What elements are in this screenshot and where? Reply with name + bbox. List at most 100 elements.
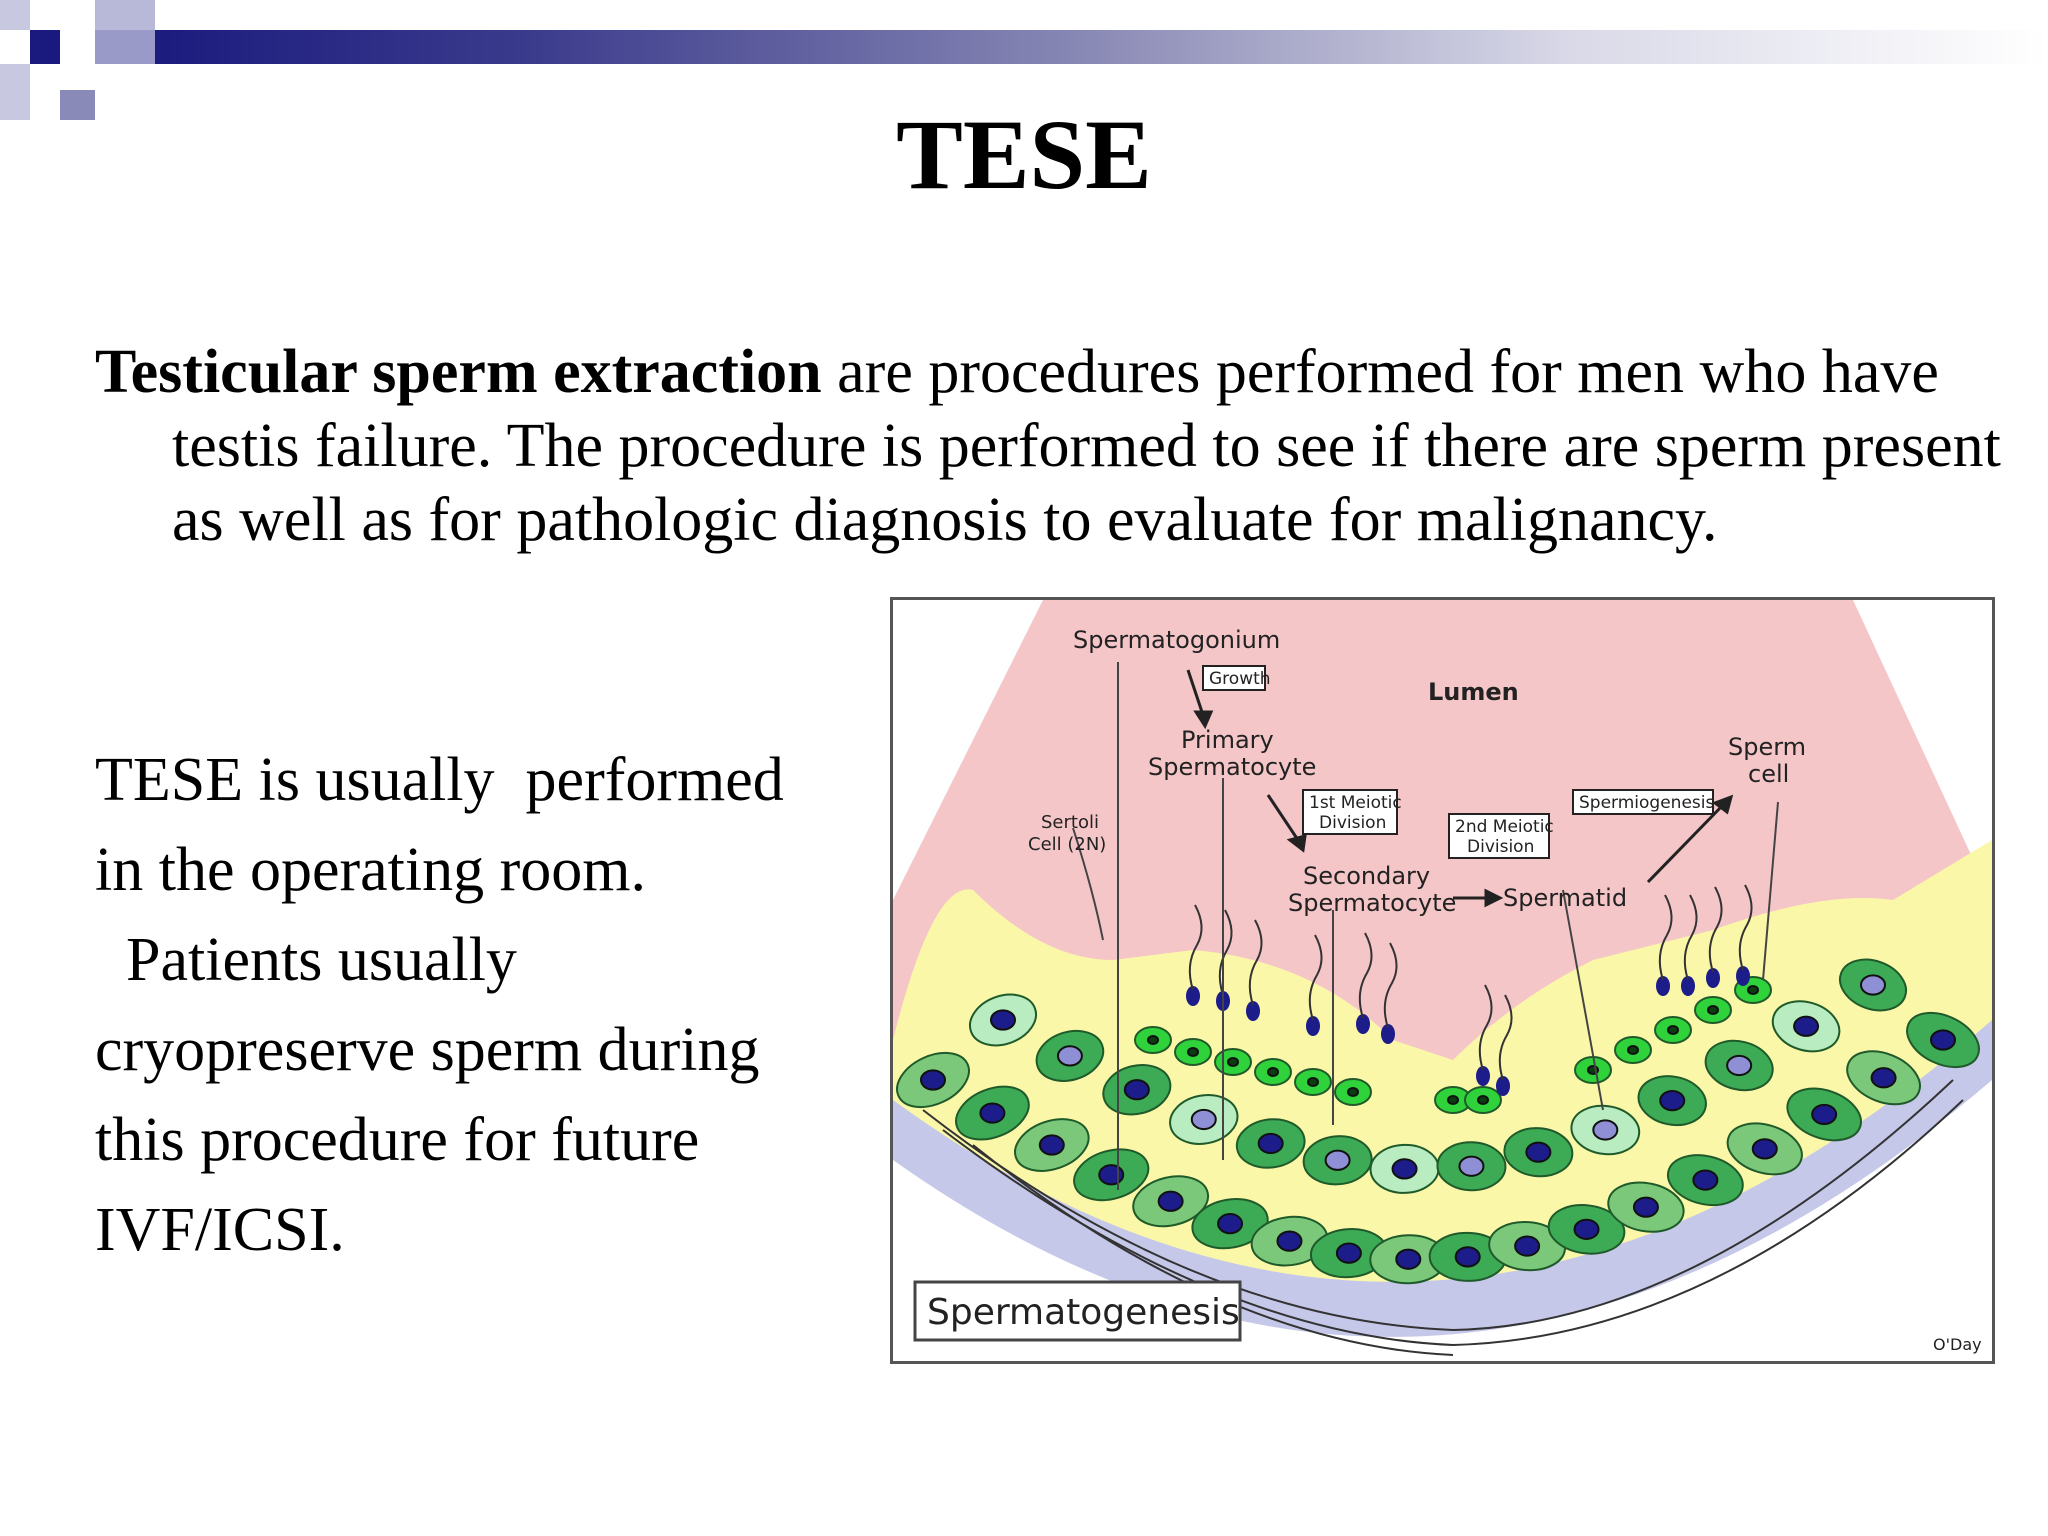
sperm-tails xyxy=(1188,884,1753,1081)
caption-box xyxy=(913,1280,1242,1342)
cell xyxy=(1102,1064,1172,1116)
sperm-tail xyxy=(1658,894,1673,981)
sperm-head xyxy=(1186,986,1200,1006)
label-primary-1: Primary xyxy=(1181,726,1274,754)
label-primary-2: Spermatocyte xyxy=(1148,753,1316,781)
sperm-tail xyxy=(1188,904,1203,991)
second-meiotic-box xyxy=(1448,813,1550,859)
sperm-tail xyxy=(1383,942,1398,1029)
sperm-head xyxy=(1496,1076,1510,1096)
label-first-meiotic-1: 1st Meiotic xyxy=(1309,793,1402,813)
cell xyxy=(1547,1204,1626,1255)
cell xyxy=(1704,1039,1774,1092)
cell xyxy=(1014,1118,1090,1172)
sperm-head xyxy=(1476,1066,1490,1086)
label-second-meiotic-1: 2nd Meiotic xyxy=(1455,817,1554,837)
cell xyxy=(1132,1175,1210,1228)
figure-credit: O'Day xyxy=(1933,1335,1982,1354)
cell xyxy=(1436,1141,1507,1192)
cell xyxy=(1666,1154,1744,1207)
cell xyxy=(1846,1050,1921,1106)
cell xyxy=(1174,1038,1212,1066)
tese-line: IVF/ICSI. xyxy=(95,1196,345,1264)
label-lumen: Lumen xyxy=(1428,678,1519,706)
sperm-head xyxy=(1246,1001,1260,1021)
label-growth: Growth xyxy=(1209,669,1271,689)
cell xyxy=(1726,1122,1803,1176)
label-secondary-2: Spermatocyte xyxy=(1288,889,1456,917)
cell-layer xyxy=(896,958,1980,1285)
cell xyxy=(1235,1118,1306,1169)
spermatogenesis-diagram: Spermatogonium Growth Primary Spermatocy… xyxy=(893,600,1992,1361)
cell xyxy=(1035,1029,1105,1082)
sperm-head xyxy=(1381,1024,1395,1044)
decor-square xyxy=(0,64,30,120)
cell xyxy=(1637,1075,1707,1127)
cell xyxy=(1309,1228,1388,1279)
sperm-tail xyxy=(1358,932,1373,1019)
cell xyxy=(1169,1094,1239,1145)
label-second-meiotic-2: Division xyxy=(1467,837,1534,857)
sperm-tail xyxy=(1248,919,1263,1006)
label-spermiogenesis: Spermiogenesis xyxy=(1579,793,1714,813)
cell xyxy=(1428,1231,1507,1282)
cell xyxy=(1369,1143,1440,1194)
first-meiotic-box xyxy=(1302,789,1398,835)
cell xyxy=(1906,1011,1980,1069)
sperm-tail xyxy=(1738,884,1753,971)
process-arrows xyxy=(1186,669,1734,908)
tese-line: in the operating room. xyxy=(95,836,646,904)
tese-paragraph: TESE is usually performed in the operati… xyxy=(95,735,875,1275)
cell xyxy=(1503,1127,1574,1178)
sperm-tail xyxy=(1708,886,1723,973)
figure-caption: Spermatogenesis xyxy=(927,1292,1240,1333)
sperm-head xyxy=(1656,976,1670,996)
sperm-head xyxy=(1306,1016,1320,1036)
cell xyxy=(1574,1056,1612,1084)
label-sertoli-1: Sertoli xyxy=(1041,812,1099,833)
label-sperm-2: cell xyxy=(1748,760,1789,788)
sperm-tail xyxy=(1478,984,1493,1071)
decor-square xyxy=(95,0,155,30)
cell xyxy=(1654,1016,1692,1044)
sperm-tail xyxy=(1498,994,1513,1081)
tese-line: Patients usually xyxy=(95,926,517,994)
header-gradient-bar xyxy=(140,30,2048,64)
cell xyxy=(896,1051,970,1109)
label-sperm-1: Sperm xyxy=(1728,733,1806,761)
label-secondary-1: Secondary xyxy=(1303,862,1430,890)
cell xyxy=(969,993,1037,1047)
decor-square xyxy=(0,0,30,30)
tese-line: this procedure for future xyxy=(95,1106,700,1174)
cell xyxy=(1134,1026,1172,1054)
sperm-head xyxy=(1736,966,1750,986)
sperm-tail xyxy=(1218,909,1233,996)
growth-box xyxy=(1202,665,1266,691)
label-first-meiotic-2: Division xyxy=(1319,813,1386,833)
cell xyxy=(1294,1068,1332,1096)
cell xyxy=(1839,958,1907,1012)
decor-square xyxy=(60,90,95,120)
cell xyxy=(1254,1058,1292,1086)
cell xyxy=(1614,1036,1652,1064)
cell xyxy=(1464,1086,1502,1114)
cell xyxy=(1607,1181,1685,1233)
decor-square xyxy=(95,30,155,64)
slide-title: TESE xyxy=(896,99,1152,210)
leader-lines xyxy=(1072,662,1779,1190)
intro-bold-term: Testicular sperm extraction xyxy=(95,338,822,406)
sperm-head xyxy=(1706,968,1720,988)
sperm-tail xyxy=(1308,934,1323,1021)
cell xyxy=(1771,1000,1841,1053)
cell xyxy=(1434,1086,1472,1114)
tese-line: cryopreserve sperm during xyxy=(95,1016,760,1084)
label-spermatogonium: Spermatogonium xyxy=(1073,626,1280,654)
sperm-head xyxy=(1356,1014,1370,1034)
sperm-tail xyxy=(1683,894,1698,981)
cell xyxy=(1786,1087,1862,1142)
label-sertoli-2: Cell (2N) xyxy=(1028,834,1106,855)
cell xyxy=(1334,1078,1372,1106)
cell xyxy=(1488,1220,1567,1272)
intro-paragraph: Testicular sperm extraction are procedur… xyxy=(95,335,2002,557)
